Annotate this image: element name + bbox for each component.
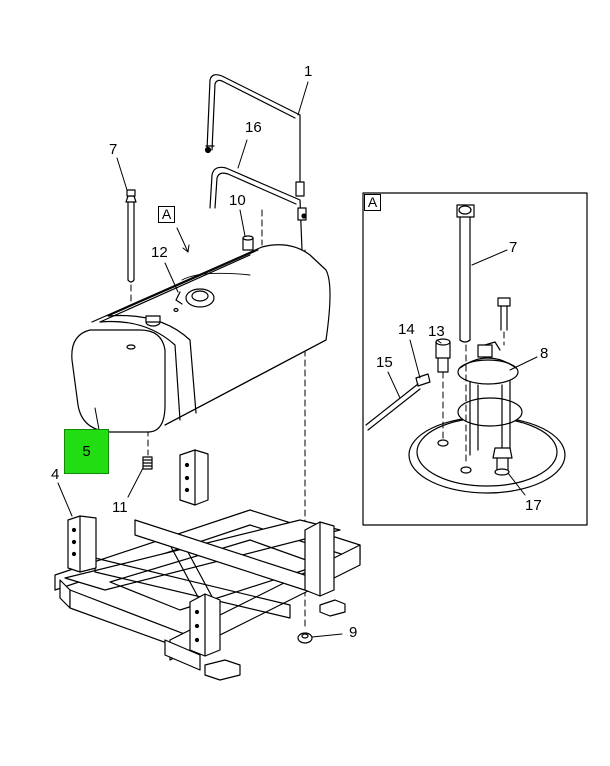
strap-16 [209, 166, 307, 251]
detail-leader-lines [387, 249, 538, 496]
callout-7[interactable]: 7 [109, 141, 118, 158]
detail-assembly [365, 204, 566, 494]
callout-1[interactable]: 1 [304, 63, 313, 80]
callout-16[interactable]: 16 [245, 119, 262, 136]
detail-callout-7[interactable]: 7 [509, 239, 518, 256]
detail-marker-a: A [364, 194, 381, 211]
callout-4[interactable]: 4 [51, 466, 60, 483]
fuel-tank-5 [71, 244, 331, 433]
callout-10[interactable]: 10 [229, 192, 246, 209]
callout-11[interactable]: 11 [112, 499, 128, 516]
standpipe-7 [125, 189, 137, 283]
view-marker-a[interactable]: A [158, 206, 175, 223]
nut-9 [297, 632, 313, 644]
strap-1 [204, 74, 305, 197]
detail-callout-13[interactable]: 13 [428, 323, 445, 340]
detail-alignment-lines [442, 331, 505, 466]
detail-callout-15[interactable]: 15 [376, 354, 393, 371]
callout-12[interactable]: 12 [151, 244, 168, 261]
detail-callout-17[interactable]: 17 [525, 497, 542, 514]
callout-5-highlighted[interactable]: 5 [64, 429, 109, 474]
leader-lines [57, 81, 343, 638]
drain-plug-11 [142, 456, 153, 470]
detail-callout-14[interactable]: 14 [398, 321, 415, 338]
mounting-frame-4 [54, 449, 361, 681]
callout-9[interactable]: 9 [349, 624, 358, 641]
detail-callout-8[interactable]: 8 [540, 345, 549, 362]
